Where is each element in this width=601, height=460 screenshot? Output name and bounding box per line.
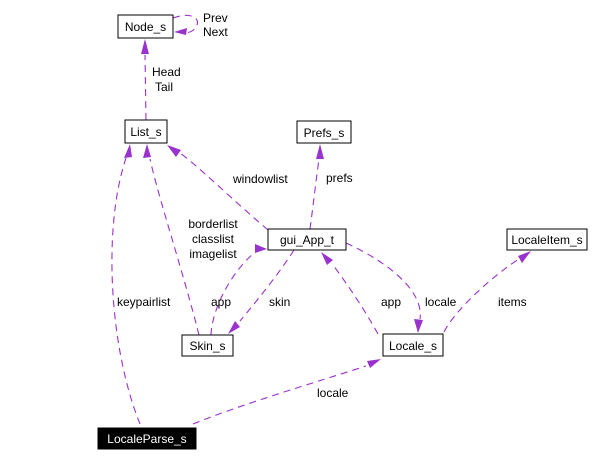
node-label-prefs_s[interactable]: Prefs_s [304,126,345,140]
edge-locale_s-to-gui_app_t [332,264,379,335]
edge-label-head: Head [152,65,181,79]
arrowhead-list_s-to-node_s [141,39,149,54]
node-locale_s[interactable]: Locale_s [382,333,444,357]
edge-label-prev: Prev [203,11,228,25]
node-list_s[interactable]: List_s [124,119,168,144]
node-box-locale_s[interactable] [382,333,444,357]
node-label-locale_s[interactable]: Locale_s [389,339,437,353]
arrowhead-skin_s-to-gui_app_t [255,244,267,253]
edge-label-borderlist: borderlist [188,217,238,231]
edge-label-windowlist: windowlist [232,172,288,186]
edge-label-app-skin: app [211,295,231,309]
edge-node_s-self [172,14,199,34]
edge-label-keypairlist: keypairlist [117,295,171,309]
edge-skin_s-to-gui_app_t [210,253,254,336]
edge-label-tail: Tail [155,80,173,94]
arrowhead-locale_s-to-localeitem_s [518,251,531,263]
edge-label-imagelist: imagelist [189,247,237,261]
arrowhead-node_s-self [174,28,187,35]
node-box-gui_app_t[interactable] [267,228,347,251]
edge-label-app-locale: app [381,295,401,309]
node-box-localeparse_s [97,427,197,450]
arrowhead-locale_s-to-gui_app_t [321,252,333,265]
node-box-skin_s[interactable] [181,334,234,357]
edge-label-skin: skin [269,295,290,309]
edge-label-prefs: prefs [326,171,353,185]
node-box-prefs_s[interactable] [296,120,352,144]
edge-label-next: Next [203,25,228,39]
node-node_s[interactable]: Node_s [117,14,174,39]
node-label-list_s[interactable]: List_s [130,125,161,139]
node-prefs_s[interactable]: Prefs_s [296,120,352,144]
edge-gui_app_t-to-locale_s [345,242,421,320]
node-box-node_s[interactable] [117,14,174,39]
edge-localeparse_s-to-list_s [111,157,141,425]
edge-label-items: items [498,295,527,309]
edge-label-classlist: classlist [192,232,235,246]
node-box-localeitem_s[interactable] [506,228,588,251]
edge-gui_app_t-to-list_s [179,152,269,231]
arrowhead-localeparse_s-to-locale_s [367,359,381,368]
node-label-localeitem_s[interactable]: LocaleItem_s [511,233,582,247]
node-localeparse_s-current: LocaleParse_s [97,427,197,450]
node-label-localeparse_s: LocaleParse_s [107,432,186,446]
edge-gui_app_t-to-prefs_s [309,158,320,230]
edge-skin_s-to-list_s [149,158,200,336]
node-label-gui_app_t[interactable]: gui_App_t [280,233,335,247]
edge-locale_s-to-localeitem_s [443,258,520,333]
node-box-list_s[interactable] [124,119,168,144]
node-localeitem_s[interactable]: LocaleItem_s [506,228,588,251]
edge-gui_app_t-to-skin_s [239,249,295,322]
arrowhead-gui_app_t-to-locale_s [414,319,423,333]
arrowhead-gui_app_t-to-prefs_s [316,144,324,159]
node-gui_app_t[interactable]: gui_App_t [267,228,347,251]
node-skin_s[interactable]: Skin_s [181,334,234,357]
arrowhead-gui_app_t-to-list_s [167,145,181,157]
edge-label-locale-bottom: locale [317,386,349,400]
edge-list_s-to-node_s [144,54,147,121]
arrowhead-gui_app_t-to-skin_s [228,321,240,334]
edge-label-locale: locale [425,295,457,309]
arrowhead-skin_s-to-list_s [143,144,151,158]
arrowhead-localeparse_s-to-list_s [124,144,132,158]
node-label-node_s[interactable]: Node_s [125,20,166,34]
node-label-skin_s[interactable]: Skin_s [189,339,225,353]
